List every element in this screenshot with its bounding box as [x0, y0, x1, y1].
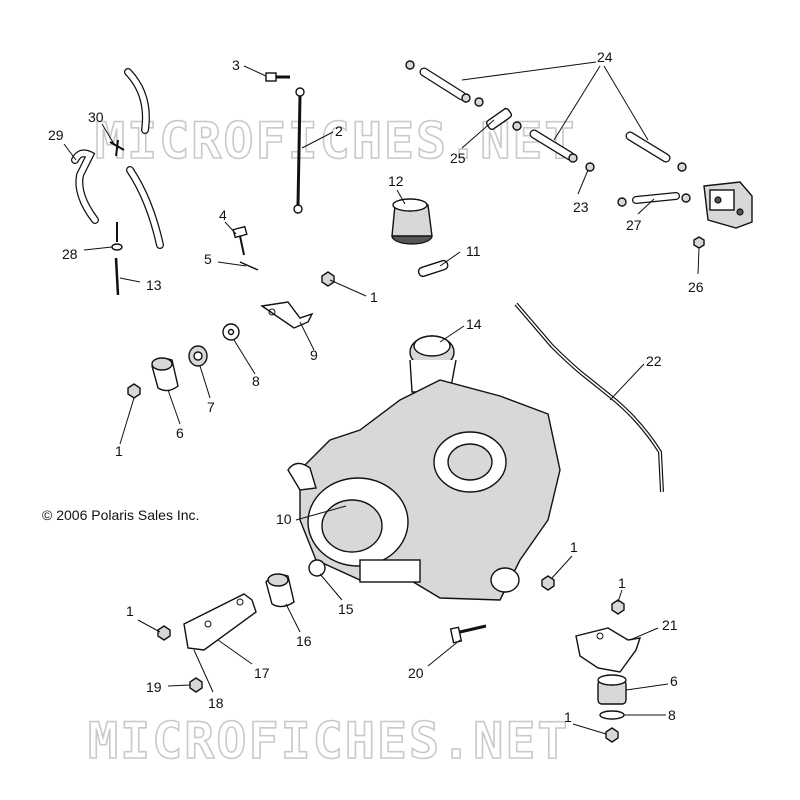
- bracket-9: [260, 301, 314, 329]
- hose-clamps: [405, 60, 705, 249]
- rod-22: [514, 302, 664, 493]
- callout-19: 19: [146, 679, 162, 695]
- callout-1-c: 1: [570, 539, 578, 555]
- callout-29: 29: [48, 127, 64, 143]
- nut-1-bottom-right: [605, 727, 619, 743]
- hose-upper: [124, 68, 150, 134]
- clamp-11: [417, 259, 449, 278]
- callout-15: 15: [338, 601, 354, 617]
- callout-1-f: 1: [564, 709, 572, 725]
- washer-15: [308, 559, 326, 577]
- callout-5: 5: [204, 251, 212, 267]
- callout-25: 25: [450, 150, 466, 166]
- mount-6-left: [151, 357, 179, 392]
- callout-2: 2: [335, 123, 343, 139]
- callout-1-d: 1: [126, 603, 134, 619]
- pipe-27: [632, 192, 680, 204]
- callout-6-a: 6: [176, 425, 184, 441]
- boot-12: [391, 198, 433, 245]
- callout-1-a: 1: [370, 289, 378, 305]
- nut-1-left: [127, 383, 141, 399]
- hose-29: [71, 149, 99, 224]
- callout-26: 26: [688, 279, 704, 295]
- callout-28: 28: [62, 246, 78, 262]
- callout-11: 11: [466, 243, 481, 259]
- bracket-21: [575, 627, 642, 673]
- copyright-text: © 2006 Polaris Sales Inc.: [42, 507, 199, 523]
- nut-1-bottom-left: [157, 625, 171, 641]
- callout-3: 3: [232, 57, 240, 73]
- screw-28: [111, 222, 123, 251]
- nut-1-right-top: [611, 599, 625, 615]
- callout-13: 13: [146, 277, 162, 293]
- mount-16: [265, 573, 295, 608]
- bolt-3: [265, 72, 290, 82]
- hose-24-a: [419, 67, 467, 101]
- hose-24-c: [625, 131, 671, 163]
- callout-12: 12: [388, 173, 404, 189]
- callout-16: 16: [296, 633, 312, 649]
- callout-10: 10: [276, 511, 292, 527]
- callout-18: 18: [208, 695, 224, 711]
- callout-7: 7: [207, 399, 215, 415]
- callout-20: 20: [408, 665, 424, 681]
- bolt-20: [449, 624, 487, 644]
- callout-21: 21: [662, 617, 678, 633]
- callout-labels: 3 2 12 11 1 4 5 9 8 7 6 1 14 22 10 1 15 …: [48, 49, 704, 725]
- callout-8-b: 8: [668, 707, 676, 723]
- callout-30: 30: [88, 109, 104, 125]
- fitting-25: [485, 107, 513, 131]
- callout-27: 27: [626, 217, 642, 233]
- nut-19: [189, 677, 203, 693]
- callout-14: 14: [466, 316, 482, 332]
- nut-1-center: [321, 271, 335, 287]
- fitting-30: [109, 139, 125, 157]
- washer-8: [222, 323, 240, 341]
- engine-assembly-10: [287, 379, 561, 601]
- leader-lines: [63, 61, 700, 735]
- rod-2: [293, 87, 305, 214]
- callout-9: 9: [310, 347, 318, 363]
- clip-5: [239, 261, 259, 271]
- pin-4: [232, 225, 248, 256]
- callout-17: 17: [254, 665, 270, 681]
- callout-1-e: 1: [618, 575, 626, 591]
- hose-24-b: [529, 129, 575, 161]
- bracket-17: [183, 593, 257, 651]
- valve-body: [703, 181, 753, 229]
- mount-6-right: [597, 674, 627, 705]
- washer-8-right: [599, 710, 625, 720]
- bushing-7: [188, 345, 208, 367]
- callout-24: 24: [597, 49, 613, 65]
- callout-22: 22: [646, 353, 662, 369]
- nut-1-engine-right: [541, 575, 555, 591]
- hose-lower: [126, 166, 164, 249]
- callout-23: 23: [573, 199, 589, 215]
- watermark-bottom: MICROFICHES.NET: [88, 712, 570, 770]
- callout-6-b: 6: [670, 673, 678, 689]
- callout-1-b: 1: [115, 443, 123, 459]
- callout-8-a: 8: [252, 373, 260, 389]
- rod-13: [114, 257, 120, 296]
- callout-4: 4: [219, 207, 227, 223]
